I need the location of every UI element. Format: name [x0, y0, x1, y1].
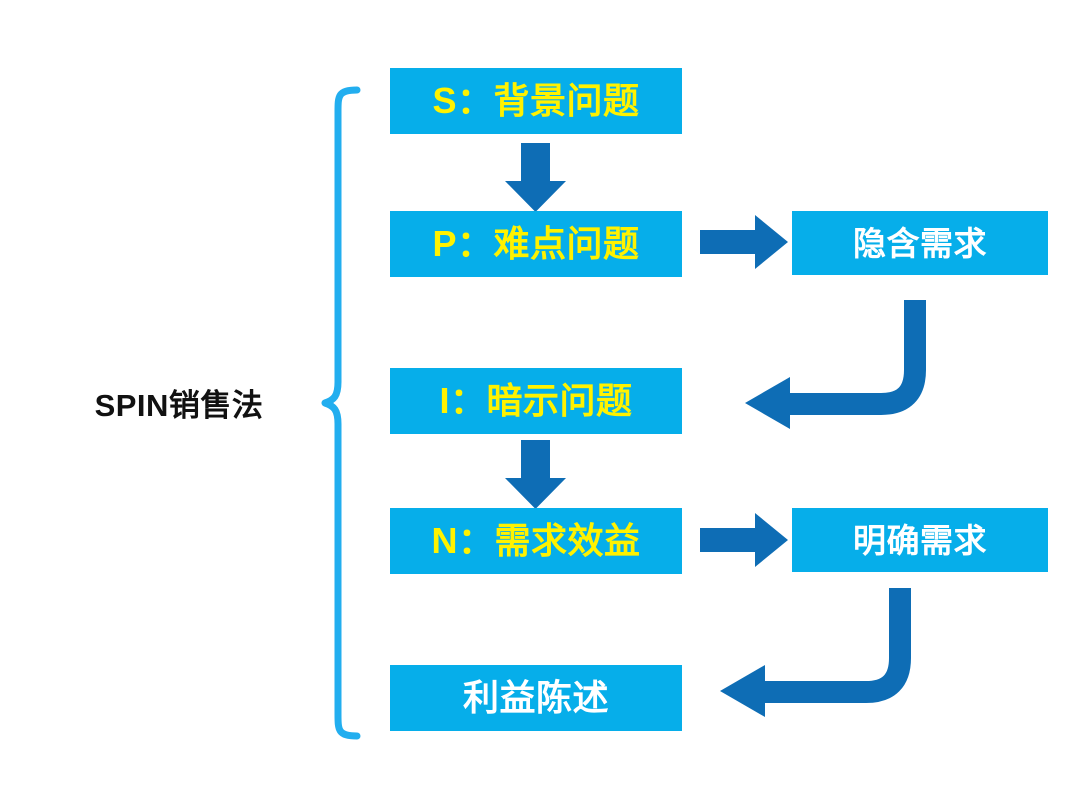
outcome-box-implicit-need[interactable]: 隐含需求 — [792, 211, 1048, 275]
outcome-box-explicit-need[interactable]: 明确需求 — [792, 508, 1048, 572]
benefit-statement-box[interactable]: 利益陈述 — [390, 665, 682, 731]
arrow-right-n-to-explicit-icon — [700, 513, 788, 567]
arrow-right-p-to-implicit-icon — [700, 215, 788, 269]
arrow-down-i-to-n-icon — [505, 440, 566, 509]
spin-step-box-i[interactable]: I：暗示问题 — [390, 368, 682, 434]
spin-step-box-p[interactable]: P：难点问题 — [390, 211, 682, 277]
spin-step-box-s[interactable]: S：背景问题 — [390, 68, 682, 134]
spin-grouping-brace-icon — [321, 86, 361, 740]
page-title: SPIN销售法 — [94, 388, 264, 423]
arrow-down-s-to-p-icon — [505, 143, 566, 212]
elbow-arrow-implicit-to-i-icon — [745, 300, 926, 429]
elbow-arrow-explicit-to-benefit-icon — [720, 588, 911, 717]
spin-step-box-n[interactable]: N：需求效益 — [390, 508, 682, 574]
